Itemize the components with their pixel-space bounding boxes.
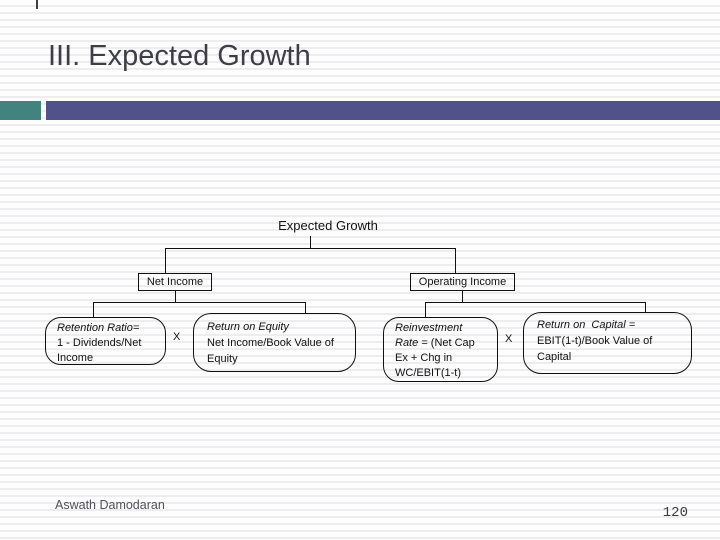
reinvestment-rate-line2-rest: (Net Cap — [430, 337, 475, 349]
connector-net-income-stub — [175, 291, 176, 302]
operating-income-label: Operating Income — [418, 276, 507, 288]
net-income-label: Net Income — [146, 276, 204, 288]
retention-ratio-line3: Income — [57, 352, 94, 364]
reinvestment-rate-line2-italic: Rate = — [395, 337, 431, 349]
connector-level1-horizontal — [165, 248, 456, 249]
connector-right-horizontal — [425, 302, 646, 303]
reinvestment-rate-line4: WC/EBIT(1-t) — [395, 367, 461, 379]
return-on-equity-line2: Net Income/Book Value of — [207, 337, 334, 349]
slide-title: III. Expected Growth — [48, 40, 311, 72]
multiply-operator-left: X — [173, 331, 181, 343]
accent-square — [0, 101, 41, 120]
reinvestment-rate-line1: Reinvestment — [395, 322, 463, 334]
connector-to-operating-income — [455, 248, 456, 273]
return-on-equity-line3: Equity — [207, 353, 238, 365]
return-on-capital-line1: Return on Capital = — [537, 319, 636, 331]
connector-to-reinvestment-rate — [425, 302, 426, 317]
connector-root-stub — [310, 236, 311, 248]
diagram-root-label: Expected Growth — [278, 218, 378, 233]
reinvestment-rate-box: Reinvestment Rate = (Net Cap Ex + Chg in… — [383, 317, 498, 382]
return-on-equity-line1: Return on Equity — [207, 321, 289, 333]
connector-to-retention-ratio — [93, 302, 94, 317]
return-on-equity-box: Return on Equity Net Income/Book Value o… — [193, 313, 356, 372]
operating-income-node: Operating Income — [410, 273, 515, 291]
slide-edge-tick — [36, 0, 38, 9]
connector-to-return-on-equity — [305, 302, 306, 313]
retention-ratio-line2: 1 - Dividends/Net — [57, 337, 142, 349]
retention-ratio-line1: Retention Ratio= — [57, 322, 140, 334]
net-income-node: Net Income — [138, 273, 212, 291]
return-on-capital-line2: EBIT(1-t)/Book Value of — [537, 335, 653, 347]
retention-ratio-box: Retention Ratio= 1 - Dividends/Net Incom… — [45, 317, 166, 365]
connector-to-return-on-capital — [645, 302, 646, 312]
reinvestment-rate-line2: Rate = (Net Cap — [395, 336, 493, 351]
connector-to-net-income — [165, 248, 166, 273]
multiply-operator-right: X — [505, 333, 513, 345]
page-number: 120 — [662, 505, 688, 521]
connector-left-horizontal — [93, 302, 306, 303]
connector-operating-income-stub — [462, 291, 463, 302]
reinvestment-rate-line3: Ex + Chg in — [395, 352, 453, 364]
title-divider-bar — [46, 101, 720, 120]
return-on-capital-box: Return on Capital = EBIT(1-t)/Book Value… — [523, 312, 692, 374]
footer-author: Aswath Damodaran — [55, 498, 165, 512]
return-on-capital-line3: Capital — [537, 351, 572, 363]
